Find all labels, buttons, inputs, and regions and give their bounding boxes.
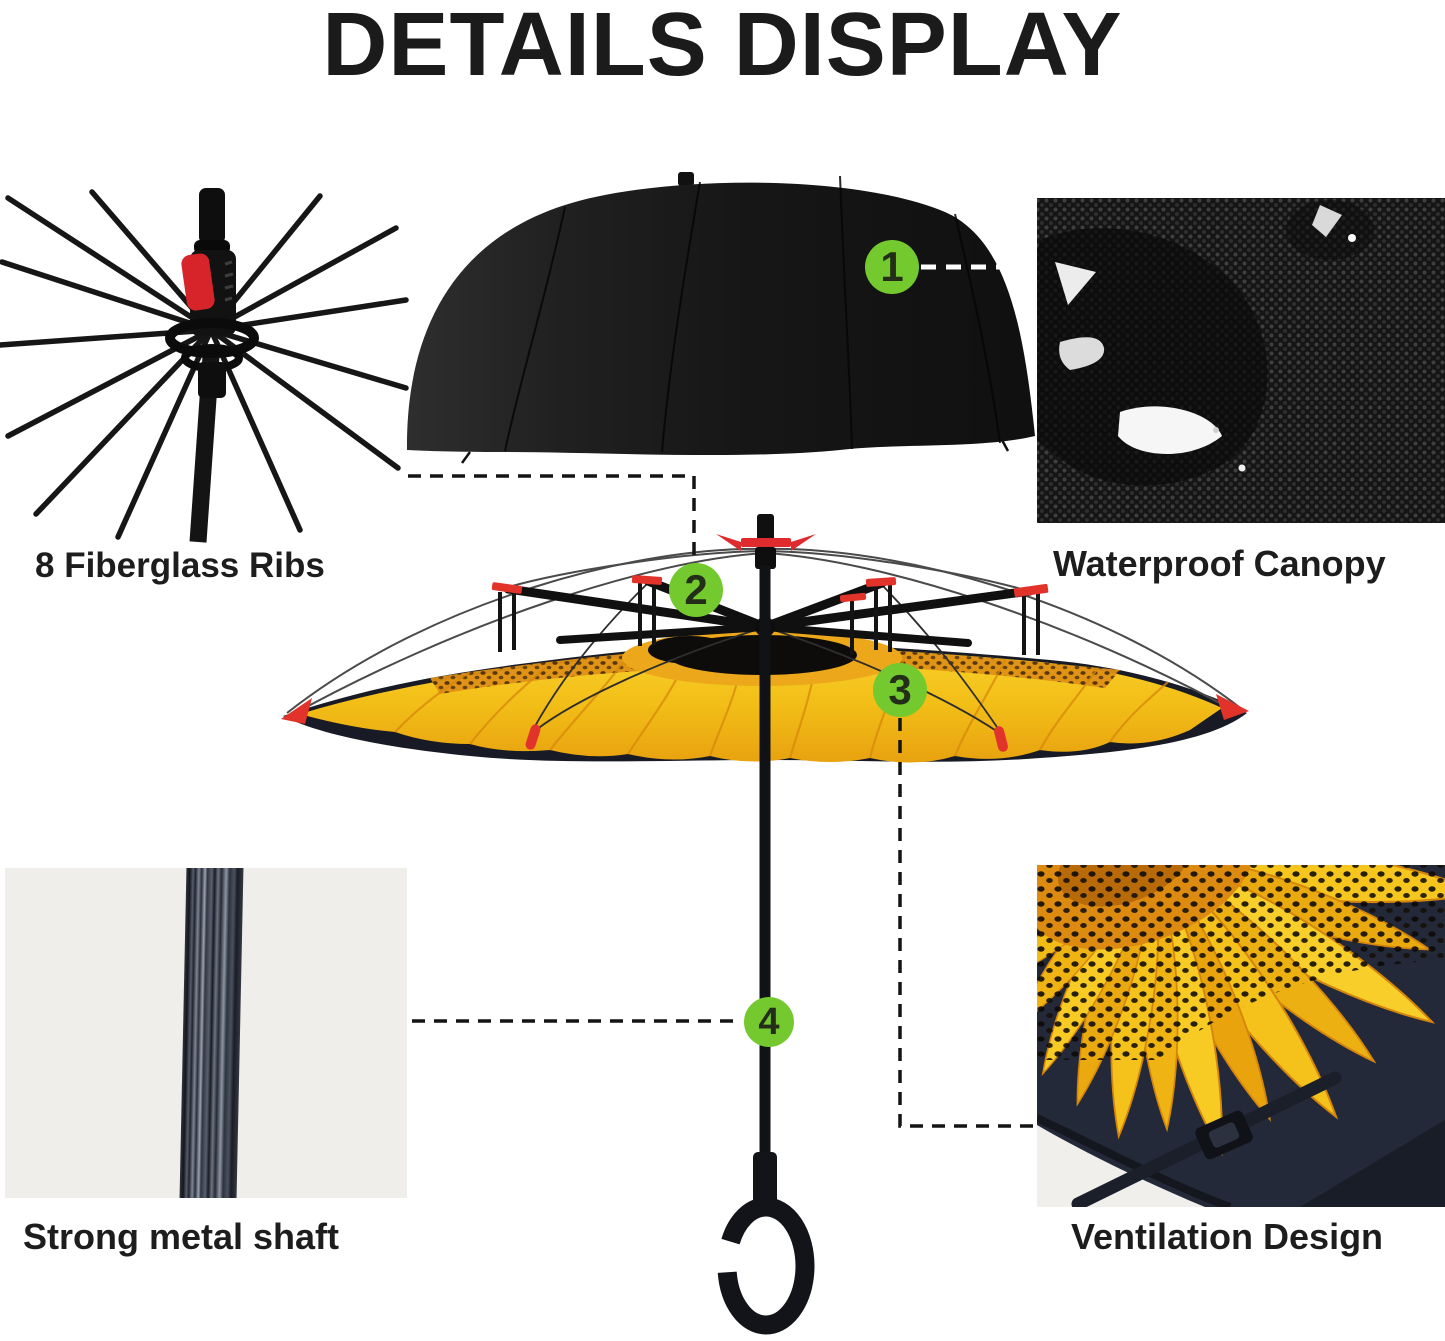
callout-badge-4: 4	[744, 997, 794, 1047]
c-shaped-handle	[717, 1197, 815, 1335]
black-canopy-photo	[406, 172, 1035, 464]
label-strong-metal-shaft: Strong metal shaft	[23, 1216, 340, 1257]
strap-and-buckle	[1071, 1071, 1342, 1207]
callout-badge-1: 1	[865, 240, 919, 294]
sunflower-fabric-photo	[1037, 865, 1445, 1207]
callout-badge-2: 2	[669, 563, 723, 617]
seed-dots-overlay	[1037, 865, 1445, 1060]
ribs-hub-photo	[0, 188, 409, 543]
water-droplet-highlights	[1055, 205, 1356, 472]
red-release-button	[181, 253, 215, 311]
label-fiberglass-ribs: 8 Fiberglass Ribs	[35, 546, 325, 585]
waterproof-fabric-photo	[1037, 198, 1445, 523]
inverted-umbrella-illustration	[281, 514, 1249, 1335]
metal-shaft-photo	[5, 868, 407, 1198]
connector-line-ribs	[408, 474, 696, 556]
label-ventilation-design: Ventilation Design	[1071, 1216, 1384, 1257]
page-title: DETAILS DISPLAY	[322, 0, 1123, 95]
connector-line-ventilation	[898, 718, 1034, 1128]
label-waterproof-canopy: Waterproof Canopy	[1053, 543, 1386, 584]
umbrella-shaft	[759, 565, 771, 1155]
callout-badge-3: 3	[873, 663, 927, 717]
red-joint-caps	[281, 575, 1249, 752]
